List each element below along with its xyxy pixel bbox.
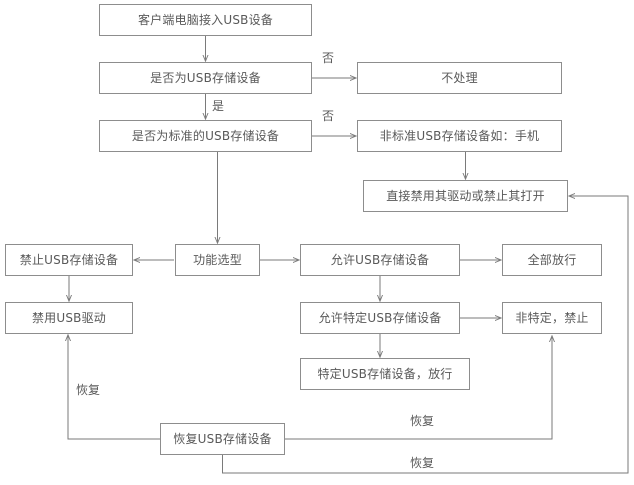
edge-label-restore-middle: 恢复 xyxy=(410,414,435,428)
edge-label-no-standard: 否 xyxy=(322,109,335,123)
node-function-selection[interactable]: 功能选型 xyxy=(175,244,260,276)
node-is-standard-usb-storage-device[interactable]: 是否为标准的USB存储设备 xyxy=(99,120,312,152)
edge-label-yes-usb-storage: 是 xyxy=(212,99,225,113)
node-disable-driver-or-block-open[interactable]: 直接禁用其驱动或禁止其打开 xyxy=(363,180,568,212)
node-forbid-usb-storage-device[interactable]: 禁止USB存储设备 xyxy=(5,244,133,276)
edge-label-restore-bottom: 恢复 xyxy=(410,456,435,470)
node-specific-usb-storage-device-allowed[interactable]: 特定USB存储设备，放行 xyxy=(300,358,470,390)
node-nonstandard-usb-storage-device[interactable]: 非标准USB存储设备如：手机 xyxy=(357,120,562,152)
edge-label-no-usb-storage: 否 xyxy=(322,51,335,65)
node-allow-all[interactable]: 全部放行 xyxy=(502,244,602,276)
node-client-connects-usb[interactable]: 客户端电脑接入USB设备 xyxy=(99,4,312,36)
node-allow-usb-storage-device[interactable]: 允许USB存储设备 xyxy=(300,244,460,276)
edge-label-restore-left: 恢复 xyxy=(76,383,101,397)
node-no-action[interactable]: 不处理 xyxy=(357,62,562,94)
node-disable-usb-driver[interactable]: 禁用USB驱动 xyxy=(5,302,133,334)
node-allow-specific-usb-storage-device[interactable]: 允许特定USB存储设备 xyxy=(300,302,460,334)
node-restore-usb-storage-device[interactable]: 恢复USB存储设备 xyxy=(160,423,285,455)
node-is-usb-storage-device[interactable]: 是否为USB存储设备 xyxy=(99,62,312,94)
node-nonspecific-forbidden[interactable]: 非特定，禁止 xyxy=(502,302,602,334)
